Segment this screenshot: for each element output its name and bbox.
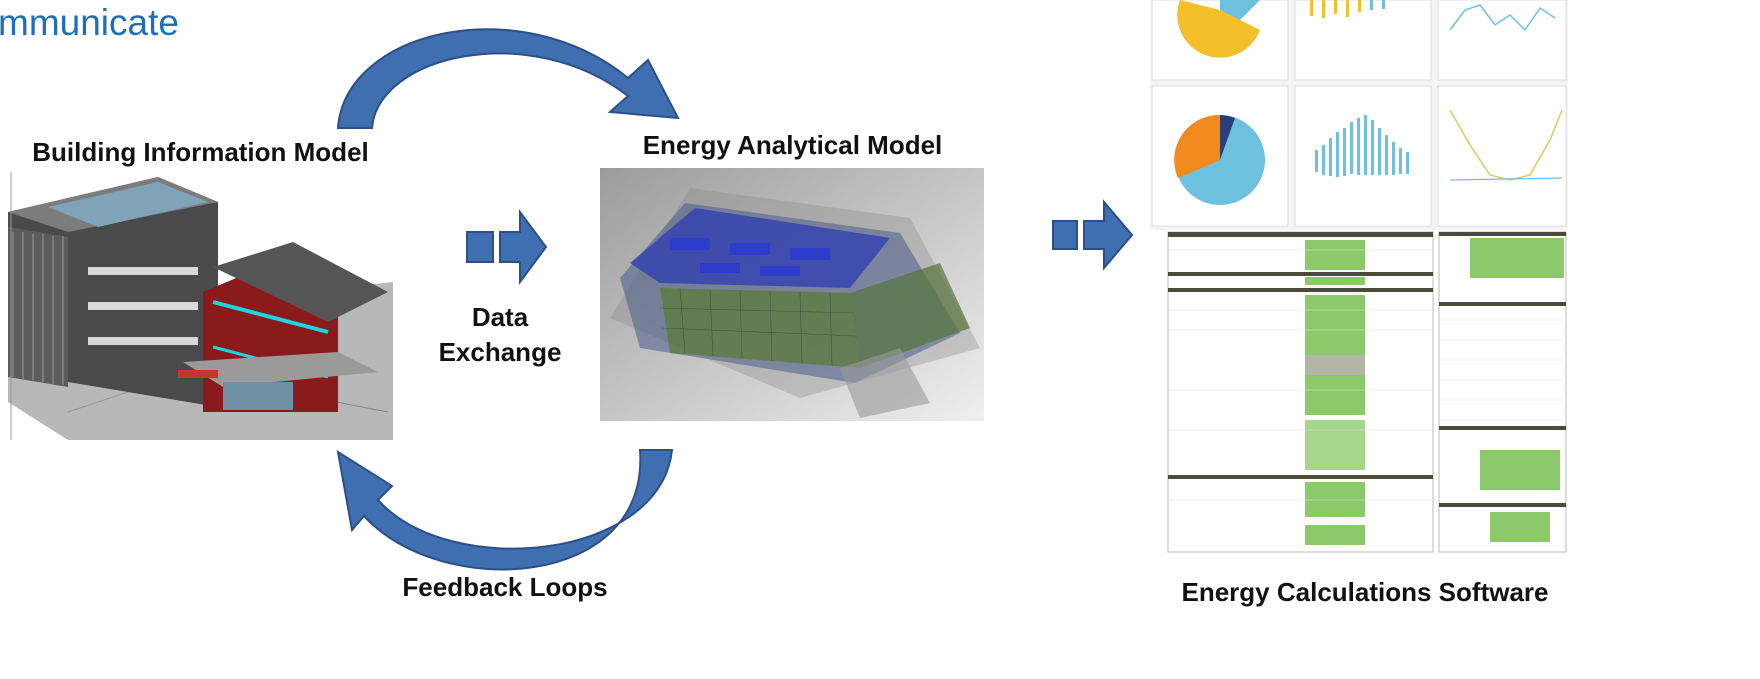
- bottom-curved-arrow: [336, 449, 674, 571]
- energy-model-image: [600, 168, 984, 421]
- top-curved-arrow: [336, 28, 680, 129]
- software-spreadsheets: [1150, 230, 1568, 555]
- to-software-arrow: [1052, 199, 1134, 271]
- bim-label: Building Information Model: [32, 137, 369, 167]
- software-screenshot: [1150, 0, 1568, 555]
- data-exchange-label: Data Exchange: [438, 302, 562, 367]
- data-exchange-arrow: [466, 208, 548, 286]
- software-charts: [1150, 0, 1568, 230]
- building-image: [8, 172, 393, 440]
- software-label: Energy Calculations Software: [1181, 577, 1549, 607]
- slide-title: mmunicate: [0, 2, 179, 43]
- feedback-label: Feedback Loops: [402, 572, 608, 602]
- eam-label: Energy Analytical Model: [642, 130, 943, 160]
